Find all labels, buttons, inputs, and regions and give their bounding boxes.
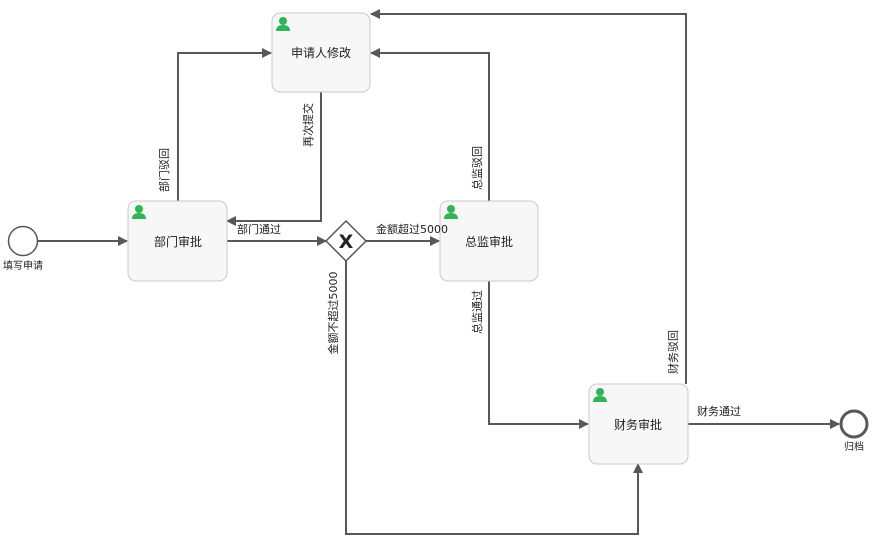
end-event[interactable] (839, 409, 869, 439)
flow-label-dept-pass: 部门通过 (237, 222, 281, 236)
flow-label-director-pass: 总监通过 (470, 290, 484, 334)
task-finance-approve[interactable]: 财务审批 (588, 383, 689, 465)
exclusive-gateway[interactable]: X (324, 219, 368, 263)
flow-label-finance-reject: 财务驳回 (666, 330, 680, 374)
task-dept-approve-label: 部门审批 (154, 234, 202, 249)
flow-director-pass[interactable] (488, 281, 589, 429)
task-director-approve[interactable]: 总监审批 (439, 200, 539, 282)
flow-amount-not-over[interactable] (345, 261, 643, 535)
task-director-approve-label: 总监审批 (465, 234, 513, 249)
flow-label-dept-reject: 部门驳回 (157, 148, 171, 192)
task-applicant-modify-label: 申请人修改 (291, 45, 351, 60)
flow-label-resubmit: 再次提交 (301, 103, 315, 147)
start-event[interactable] (7, 225, 39, 257)
flow-dept-reject[interactable] (177, 48, 272, 201)
flow-label-director-reject: 总监驳回 (470, 146, 484, 190)
task-dept-approve[interactable]: 部门审批 (127, 200, 228, 282)
flow-finance-reject[interactable] (370, 9, 687, 384)
end-event-label: 归档 (844, 440, 864, 453)
task-applicant-modify[interactable]: 申请人修改 (271, 12, 371, 93)
flow-resubmit[interactable] (226, 92, 322, 226)
flow-label-amount-not-over: 金额不超过5000 (326, 272, 340, 355)
flow-label-amount-over: 金额超过5000 (376, 222, 448, 236)
task-finance-approve-label: 财务审批 (614, 417, 662, 432)
flow-label-finance-pass: 财务通过 (697, 404, 741, 418)
gateway-x-icon: X (339, 231, 354, 253)
start-event-label: 填写申请 (3, 259, 43, 272)
flow-director-reject[interactable] (370, 48, 490, 201)
